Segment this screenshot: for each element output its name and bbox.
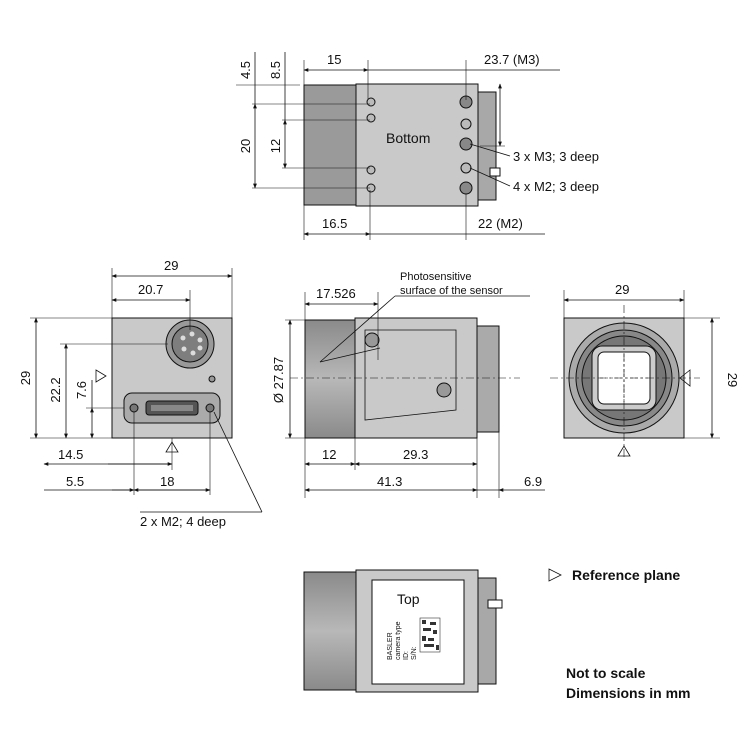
dim-17-526: 17.526: [316, 286, 356, 301]
dim-29-back-left: 29: [18, 371, 33, 385]
legend-not-to-scale: Not to scale: [566, 665, 646, 681]
dim-16-5: 16.5: [322, 216, 347, 231]
dim-12: 12: [268, 139, 283, 153]
dim-8-5: 8.5: [268, 61, 283, 79]
legend: Reference plane Not to scale Dimensions …: [548, 567, 690, 701]
sensor-annotation-line2: surface of the sensor: [400, 285, 503, 297]
dim-7-6: 7.6: [74, 381, 89, 399]
dim-22: 22 (M2): [478, 216, 523, 231]
dim-22-2: 22.2: [48, 377, 63, 402]
callout-m2: 4 x M2; 3 deep: [513, 179, 599, 194]
label-line-2: camera type: [395, 621, 402, 660]
bottom-view: Bottom 4.5 8.5 20 12 15 23.7 (M3) 16.5 2…: [236, 52, 599, 240]
dim-20: 20: [238, 139, 253, 153]
dim-23-7: 23.7 (M3): [484, 52, 540, 67]
dim-29-front-top: 29: [615, 282, 629, 297]
label-line-1: BASLER: [387, 632, 394, 660]
top-view: Top BASLER camera type ID: S/N:: [303, 569, 503, 693]
top-label-plate: [371, 579, 465, 685]
side-lens-tube: [304, 319, 356, 439]
legend-reference-plane: Reference plane: [572, 567, 680, 583]
qr-code-icon: [419, 617, 441, 653]
top-title: Top: [397, 591, 420, 607]
dim-20-7: 20.7: [138, 282, 163, 297]
dim-29-3: 29.3: [403, 447, 428, 462]
dim-5-5: 5.5: [66, 474, 84, 489]
dim-18: 18: [160, 474, 174, 489]
bottom-title: Bottom: [386, 130, 430, 146]
side-connector: [476, 325, 500, 433]
dim-14-5: 14.5: [58, 447, 83, 462]
side-view: Photosensitive surface of the sensor 17.…: [271, 271, 545, 498]
dim-4-5: 4.5: [238, 61, 253, 79]
dim-15: 15: [327, 52, 341, 67]
top-connector: [477, 577, 497, 685]
bottom-lens-tube: [303, 84, 357, 206]
back-view: 29 20.7 29 22.2 7.6 14.5 5.5 18 2 x M2; …: [18, 258, 263, 529]
bottom-body: [355, 83, 479, 207]
label-line-4: S/N:: [411, 646, 418, 660]
sensor-annotation-line1: Photosensitive: [400, 271, 472, 283]
dim-6-9: 6.9: [524, 474, 542, 489]
callout-back-m2: 2 x M2; 4 deep: [140, 514, 226, 529]
dim-side-12: 12: [322, 447, 336, 462]
dim-diameter: Ø 27.87: [271, 357, 286, 403]
front-view: 29 29: [550, 282, 740, 460]
dim-29-back-top: 29: [164, 258, 178, 273]
dim-41-3: 41.3: [377, 474, 402, 489]
callout-m3: 3 x M3; 3 deep: [513, 149, 599, 164]
reference-plane-icon: [548, 568, 562, 582]
legend-units: Dimensions in mm: [566, 685, 690, 701]
label-line-3: ID:: [403, 651, 410, 660]
top-lens-tube: [303, 571, 357, 691]
dim-29-front-right: 29: [725, 373, 740, 387]
